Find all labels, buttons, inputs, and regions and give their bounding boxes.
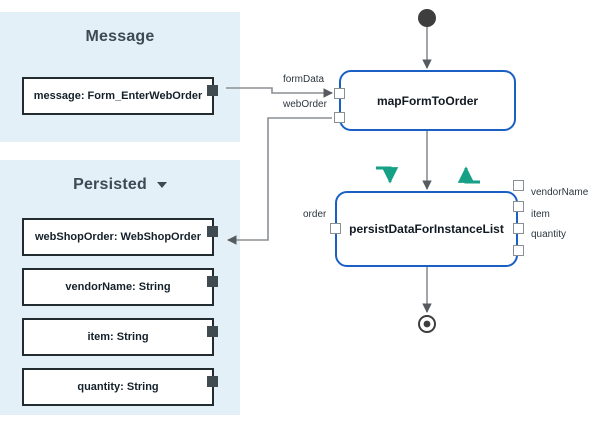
node-port-weborder[interactable] (334, 112, 345, 123)
node-port-vendorname[interactable] (513, 201, 524, 212)
data-object-label: quantity: String (77, 381, 159, 393)
data-object-port[interactable] (207, 276, 218, 287)
node-port-quantity[interactable] (513, 245, 524, 256)
wire-message-to-formdata (226, 87, 333, 98)
data-object-port[interactable] (207, 85, 218, 96)
data-object-vendorname[interactable]: vendorName: String (22, 268, 218, 306)
node-port-extra[interactable] (513, 180, 524, 191)
process-node-map-form-to-order[interactable]: mapFormToOrder (339, 70, 516, 131)
data-object-label: item: String (87, 331, 149, 343)
port-label-vendorname: vendorName (531, 187, 589, 198)
end-event[interactable] (418, 315, 436, 333)
data-object-label: message: Form_EnterWebOrder (33, 90, 203, 102)
chevron-down-icon[interactable] (156, 182, 167, 188)
loop-exit-arrow-icon[interactable] (457, 166, 480, 184)
data-object-label: webShopOrder: WebShopOrder (34, 231, 202, 243)
port-label-quantity: quantity (531, 229, 567, 240)
port-label-order: order (303, 209, 327, 220)
port-label-formdata: formData (283, 74, 325, 85)
data-object-port[interactable] (207, 376, 218, 387)
panel-title-persisted-label: Persisted (73, 176, 147, 193)
start-event[interactable] (418, 9, 436, 27)
data-object-quantity[interactable]: quantity: String (22, 368, 218, 406)
process-node-persist-data-for-instance-list[interactable]: persistDataForInstanceList (335, 191, 518, 267)
data-object-label: vendorName: String (65, 281, 171, 293)
wire-weborder-to-webshoporder (227, 117, 332, 245)
panel-title-persisted[interactable]: Persisted (0, 176, 240, 194)
node-port-formdata[interactable] (334, 88, 345, 99)
node-title: mapFormToOrder (376, 93, 479, 108)
data-object-port[interactable] (207, 326, 218, 337)
node-port-order[interactable] (330, 223, 341, 234)
port-label-item: item (531, 209, 550, 220)
end-event-core (423, 320, 431, 328)
loop-entry-arrow-icon[interactable] (376, 166, 399, 184)
port-label-weborder: webOrder (283, 99, 327, 110)
data-object-port[interactable] (207, 226, 218, 237)
node-port-item[interactable] (513, 223, 524, 234)
data-object-webshoporder[interactable]: webShopOrder: WebShopOrder (22, 218, 218, 256)
data-object-item[interactable]: item: String (22, 318, 218, 356)
node-title: persistDataForInstanceList (349, 222, 504, 236)
data-object-message[interactable]: message: Form_EnterWebOrder (22, 77, 218, 115)
panel-title-message: Message (85, 28, 155, 45)
